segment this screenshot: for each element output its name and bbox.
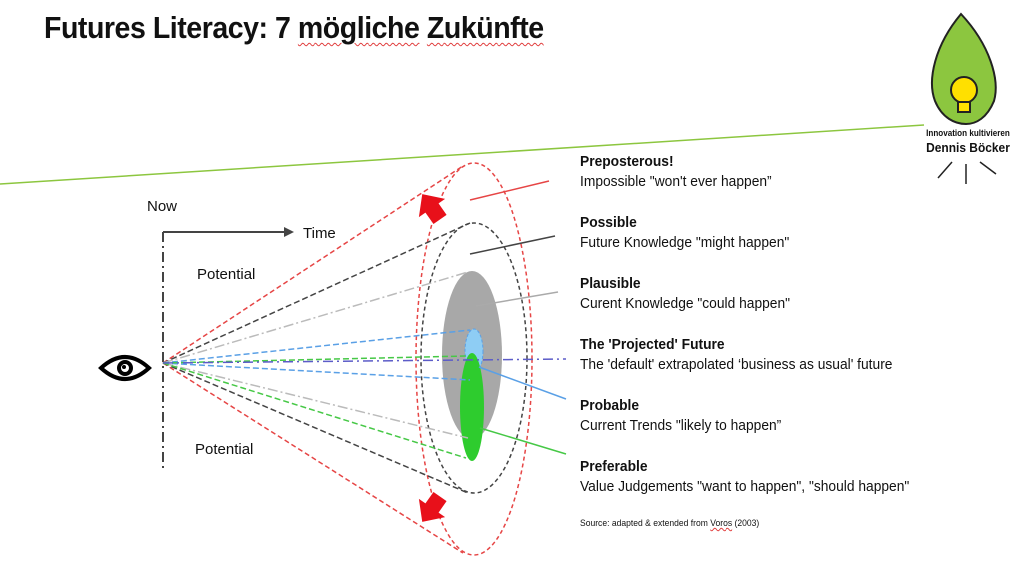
preferable-area xyxy=(460,353,484,461)
possible-ellipse xyxy=(420,222,528,494)
potential-top-label: Potential xyxy=(197,266,256,283)
cone-line-plausible-top xyxy=(162,271,469,364)
future-item-preferable: Preferable Value Judgements "want to hap… xyxy=(580,457,938,497)
future-item-preposterous: Preposterous! Impossible "won't ever hap… xyxy=(580,152,788,192)
now-label: Now xyxy=(147,198,178,215)
future-description: The 'default' extrapolated ‘business as … xyxy=(580,356,893,373)
title-prefix: Futures Literacy: 7 xyxy=(44,10,298,45)
cone-line-projected xyxy=(162,358,567,364)
eye-icon xyxy=(98,355,152,381)
callout-line-possible xyxy=(469,235,556,255)
cone-line-possible-top xyxy=(162,222,471,364)
accent-divider-line xyxy=(0,124,925,185)
future-heading: The 'Projected' Future xyxy=(580,336,725,353)
cone-line-possible-bottom xyxy=(162,362,469,494)
future-description: Value Judgements "want to happen", "shou… xyxy=(580,478,910,495)
arrow-down-icon xyxy=(418,491,447,522)
title-word-zukuenfte: Zukünfte xyxy=(426,10,544,45)
cone-line-preferable-bottom xyxy=(162,362,467,459)
source-citation: Source: adapted & extended from Voros (2… xyxy=(580,518,759,529)
callout-line-probable xyxy=(478,366,567,400)
source-suffix: (2003) xyxy=(732,518,760,529)
source-author: Voros xyxy=(710,518,733,529)
callout-line-preposterous xyxy=(469,180,550,201)
future-item-probable: Probable Current Trends "likely to happe… xyxy=(580,396,799,436)
future-heading: Preferable xyxy=(580,458,648,475)
time-axis-arrowhead xyxy=(284,227,294,237)
future-description: Curent Knowledge "could happen" xyxy=(580,295,791,312)
future-heading: Probable xyxy=(580,397,640,414)
future-description: Impossible "won't ever happen” xyxy=(580,173,772,190)
logo-tagline: Innovation kultivieren xyxy=(926,128,1010,138)
future-item-possible: Possible Future Knowledge "might happen" xyxy=(580,213,807,253)
arrow-up-icon xyxy=(418,194,447,225)
leaf-bulb-icon xyxy=(931,12,997,184)
callout-line-preferable xyxy=(479,427,567,455)
cone-line-preposterous-top xyxy=(162,165,464,364)
cone-line-preferable-top xyxy=(162,355,467,364)
logo-name: Dennis Böcker xyxy=(926,140,1010,155)
future-heading: Possible xyxy=(580,214,637,231)
time-label: Time xyxy=(303,225,336,242)
future-description: Current Trends "likely to happen” xyxy=(580,417,782,434)
cone-line-probable-bottom xyxy=(162,362,471,381)
future-item-plausible: Plausible Curent Knowledge "could happen… xyxy=(580,274,808,314)
potential-bottom-label: Potential xyxy=(195,441,254,458)
future-description: Future Knowledge "might happen" xyxy=(580,234,790,251)
callout-line-plausible xyxy=(475,291,559,307)
page-title: Futures Literacy: 7 mögliche Zukünfte xyxy=(44,10,544,46)
future-heading: Plausible xyxy=(580,275,641,292)
future-item-projected: The 'Projected' Future The 'default' ext… xyxy=(580,335,920,375)
title-word-moegliche: mögliche xyxy=(297,10,420,45)
cone-line-plausible-bottom xyxy=(162,362,469,439)
cone-line-probable-top xyxy=(162,329,471,364)
future-heading: Preposterous! xyxy=(580,153,674,170)
cone-line-preposterous-bottom xyxy=(162,362,464,554)
source-prefix: Source: adapted & extended from xyxy=(580,518,711,529)
